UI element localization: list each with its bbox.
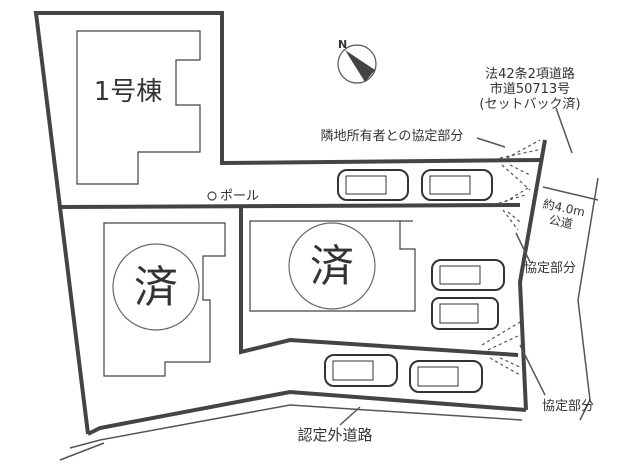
road-north-label-3: (セットバック済) bbox=[479, 96, 580, 112]
agreement-hatch bbox=[481, 139, 541, 376]
road-north-label-1: 法42条2項道路 bbox=[485, 66, 575, 82]
building-1 bbox=[76, 30, 201, 185]
car-icon bbox=[431, 297, 499, 330]
sold-mark-right: 済 bbox=[310, 241, 354, 292]
lot-boundaries bbox=[33, 11, 547, 436]
sold-circle-left bbox=[112, 243, 200, 331]
car-icon bbox=[421, 169, 493, 201]
agreement-area-label-1: 協定部分 bbox=[524, 261, 576, 276]
car-icon bbox=[431, 259, 505, 291]
east-road-line bbox=[577, 177, 599, 421]
pole-icon bbox=[207, 191, 217, 201]
car-icon bbox=[409, 360, 483, 393]
agreement-area-label-2: 協定部分 bbox=[542, 399, 594, 414]
car-icon bbox=[324, 354, 398, 387]
lot-boundary-north bbox=[33, 11, 541, 435]
building-3 bbox=[249, 220, 416, 312]
compass-icon: N bbox=[337, 38, 377, 84]
driveway-boundary bbox=[57, 203, 521, 209]
car-icon bbox=[337, 169, 409, 201]
parking-cars bbox=[324, 169, 505, 393]
lot-boundary-east bbox=[517, 139, 547, 411]
pole-label: ポール bbox=[220, 189, 259, 204]
south-road-line bbox=[69, 404, 523, 449]
public-road-label: 公道 bbox=[548, 213, 574, 232]
width-dimension-line bbox=[542, 186, 599, 201]
road-north-label-2: 市道50713号 bbox=[490, 81, 570, 97]
building-2 bbox=[103, 222, 226, 377]
sold-circle-right bbox=[288, 222, 376, 310]
lot-divider-middle bbox=[239, 207, 519, 357]
sold-mark-left: 済 bbox=[134, 262, 178, 313]
compass-north-label: N bbox=[338, 38, 347, 51]
building-1-label: 1号棟 bbox=[94, 77, 163, 107]
neighbor-agreement-label: 隣地所有者との協定部分 bbox=[321, 128, 464, 144]
lot-boundary-south bbox=[87, 389, 527, 436]
road-lines bbox=[59, 107, 599, 461]
leader-line bbox=[555, 107, 573, 154]
south-road-label: 認定外道路 bbox=[297, 426, 372, 444]
